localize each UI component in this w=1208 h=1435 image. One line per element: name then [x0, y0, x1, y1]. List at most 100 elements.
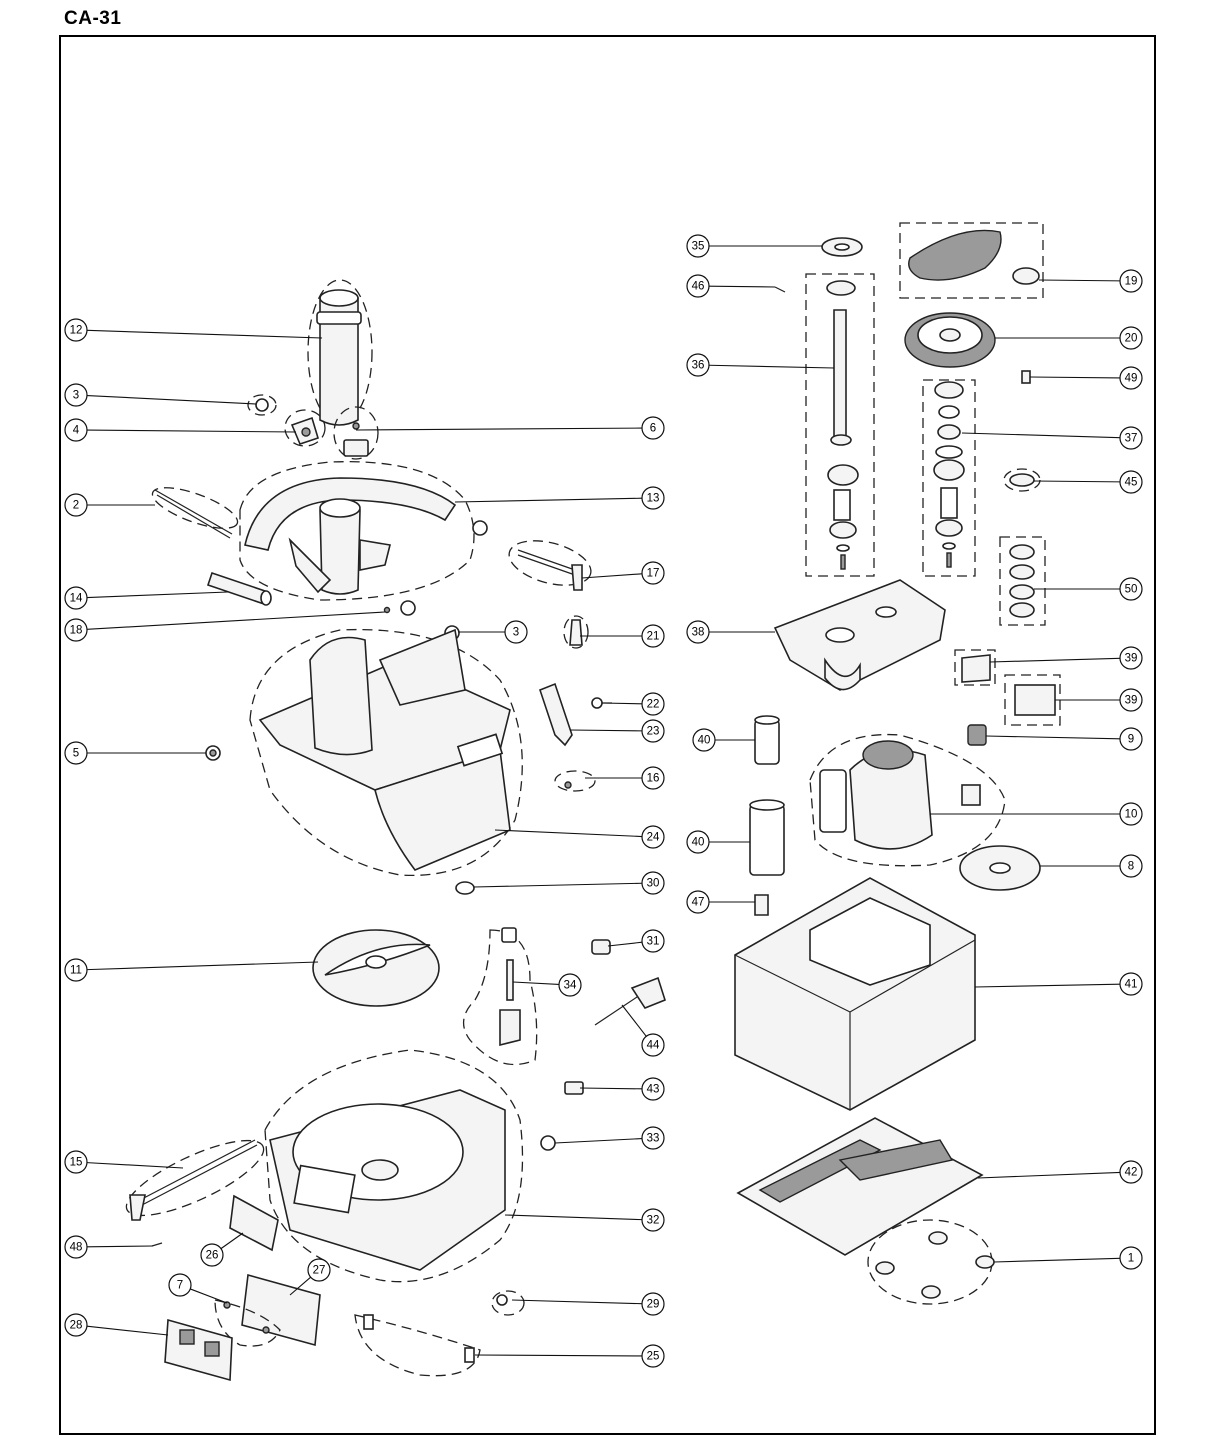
bearing-set-part-50	[999, 536, 1046, 626]
callout-circle	[641, 624, 665, 648]
callout-43: 43	[641, 1077, 665, 1101]
callout-number: 36	[692, 360, 705, 372]
leader-line-28	[86, 1325, 169, 1336]
callout-25: 25	[641, 1344, 665, 1368]
callout-number: 49	[1125, 373, 1138, 385]
callout-number: 43	[647, 1084, 660, 1096]
callout-number: 17	[647, 568, 660, 580]
callout-number: 42	[1125, 1167, 1138, 1179]
leader-line-44	[621, 1004, 647, 1037]
leader-line-1	[993, 1257, 1121, 1263]
callout-circle	[1119, 646, 1143, 670]
foot-part-5	[205, 745, 221, 761]
callout-49: 49	[1119, 366, 1143, 390]
callout-11: 11	[64, 958, 88, 982]
callout-20: 20	[1119, 326, 1143, 350]
pusher-tube-part-12	[307, 279, 373, 426]
callout-number: 35	[692, 241, 705, 253]
callout-circle	[686, 274, 710, 298]
callout-35: 35	[686, 234, 710, 258]
callout-circle	[64, 1150, 88, 1174]
callout-number: 5	[73, 748, 79, 760]
callout-1: 1	[1119, 1246, 1143, 1270]
callout-circle	[686, 234, 710, 258]
callout-number: 21	[647, 631, 660, 643]
callout-circle	[64, 1235, 88, 1259]
callout-circle	[641, 416, 665, 440]
callout-number: 9	[1128, 734, 1134, 746]
leader-line-22	[601, 702, 643, 705]
callout-number: 45	[1125, 477, 1138, 489]
callout-23: 23	[641, 719, 665, 743]
leader-line-29	[511, 1299, 643, 1305]
leader-line-27	[289, 1276, 312, 1296]
shaft-assembly-part-36	[805, 273, 875, 577]
leader-line-34	[512, 981, 560, 985]
bottom-plate-part-42	[736, 1117, 984, 1256]
callout-number: 28	[70, 1320, 83, 1332]
callout-circle	[641, 486, 665, 510]
fan-part-9	[967, 724, 987, 746]
callout-number: 41	[1125, 979, 1138, 991]
callout-37: 37	[1119, 426, 1143, 450]
callout-10: 10	[1119, 802, 1143, 826]
callout-24: 24	[641, 825, 665, 849]
callout-circle	[686, 830, 710, 854]
leader-line-19	[1038, 279, 1121, 282]
leader-line-24	[494, 829, 643, 838]
callout-number: 23	[647, 726, 660, 738]
callout-number: 48	[70, 1242, 83, 1254]
callout-circle	[686, 890, 710, 914]
leader-line-32	[504, 1214, 643, 1221]
callout-circle	[1119, 688, 1143, 712]
callout-circle	[64, 958, 88, 982]
leader-line-13	[454, 497, 643, 503]
leader-lines	[86, 245, 1121, 1357]
capacitor-part-40-small	[754, 715, 780, 765]
callout-circle	[641, 1344, 665, 1368]
switch-actuator-part-6	[333, 406, 379, 460]
callout-44: 44	[641, 1033, 665, 1057]
callout-number: 15	[70, 1157, 83, 1169]
callout-circle	[64, 741, 88, 765]
callout-circle	[1119, 1246, 1143, 1270]
callout-number: 24	[647, 832, 660, 844]
callout-circle	[641, 871, 665, 895]
lid-part-13	[239, 461, 475, 601]
callout-26: 26	[200, 1243, 224, 1267]
callout-41: 41	[1119, 972, 1143, 996]
callout-21: 21	[641, 624, 665, 648]
callout-circle	[686, 620, 710, 644]
callout-number: 37	[1125, 433, 1138, 445]
nut-part-33	[540, 1135, 556, 1151]
leader-line-3a	[86, 395, 257, 405]
callout-circle	[1119, 1160, 1143, 1184]
leader-line-43	[579, 1087, 643, 1090]
leader-line-9	[985, 735, 1121, 740]
callout-circle	[1119, 577, 1143, 601]
callout-circle	[1119, 854, 1143, 878]
callout-number: 46	[692, 281, 705, 293]
callout-circle	[64, 586, 88, 610]
leader-line-4	[86, 429, 297, 433]
callout-39b: 39	[1119, 688, 1143, 712]
base-cabinet-part-41	[734, 877, 976, 1111]
callout-number: 14	[70, 593, 83, 605]
callout-number: 39	[1125, 695, 1138, 707]
callout-17: 17	[641, 561, 665, 585]
drive-part-34	[463, 927, 538, 1066]
callout-circle	[641, 561, 665, 585]
lever-part-15	[125, 1139, 265, 1221]
disc-part-11	[312, 929, 440, 1007]
callout-number: 26	[206, 1250, 219, 1262]
power-cord-part-44	[594, 976, 666, 1026]
spacers-part-25	[354, 1314, 481, 1377]
callout-number: 10	[1125, 809, 1138, 821]
gear-plate-part-38	[773, 579, 946, 691]
callout-circle	[1119, 470, 1143, 494]
callout-9: 9	[1119, 727, 1143, 751]
callout-circle	[307, 1258, 331, 1282]
callout-42: 42	[1119, 1160, 1143, 1184]
